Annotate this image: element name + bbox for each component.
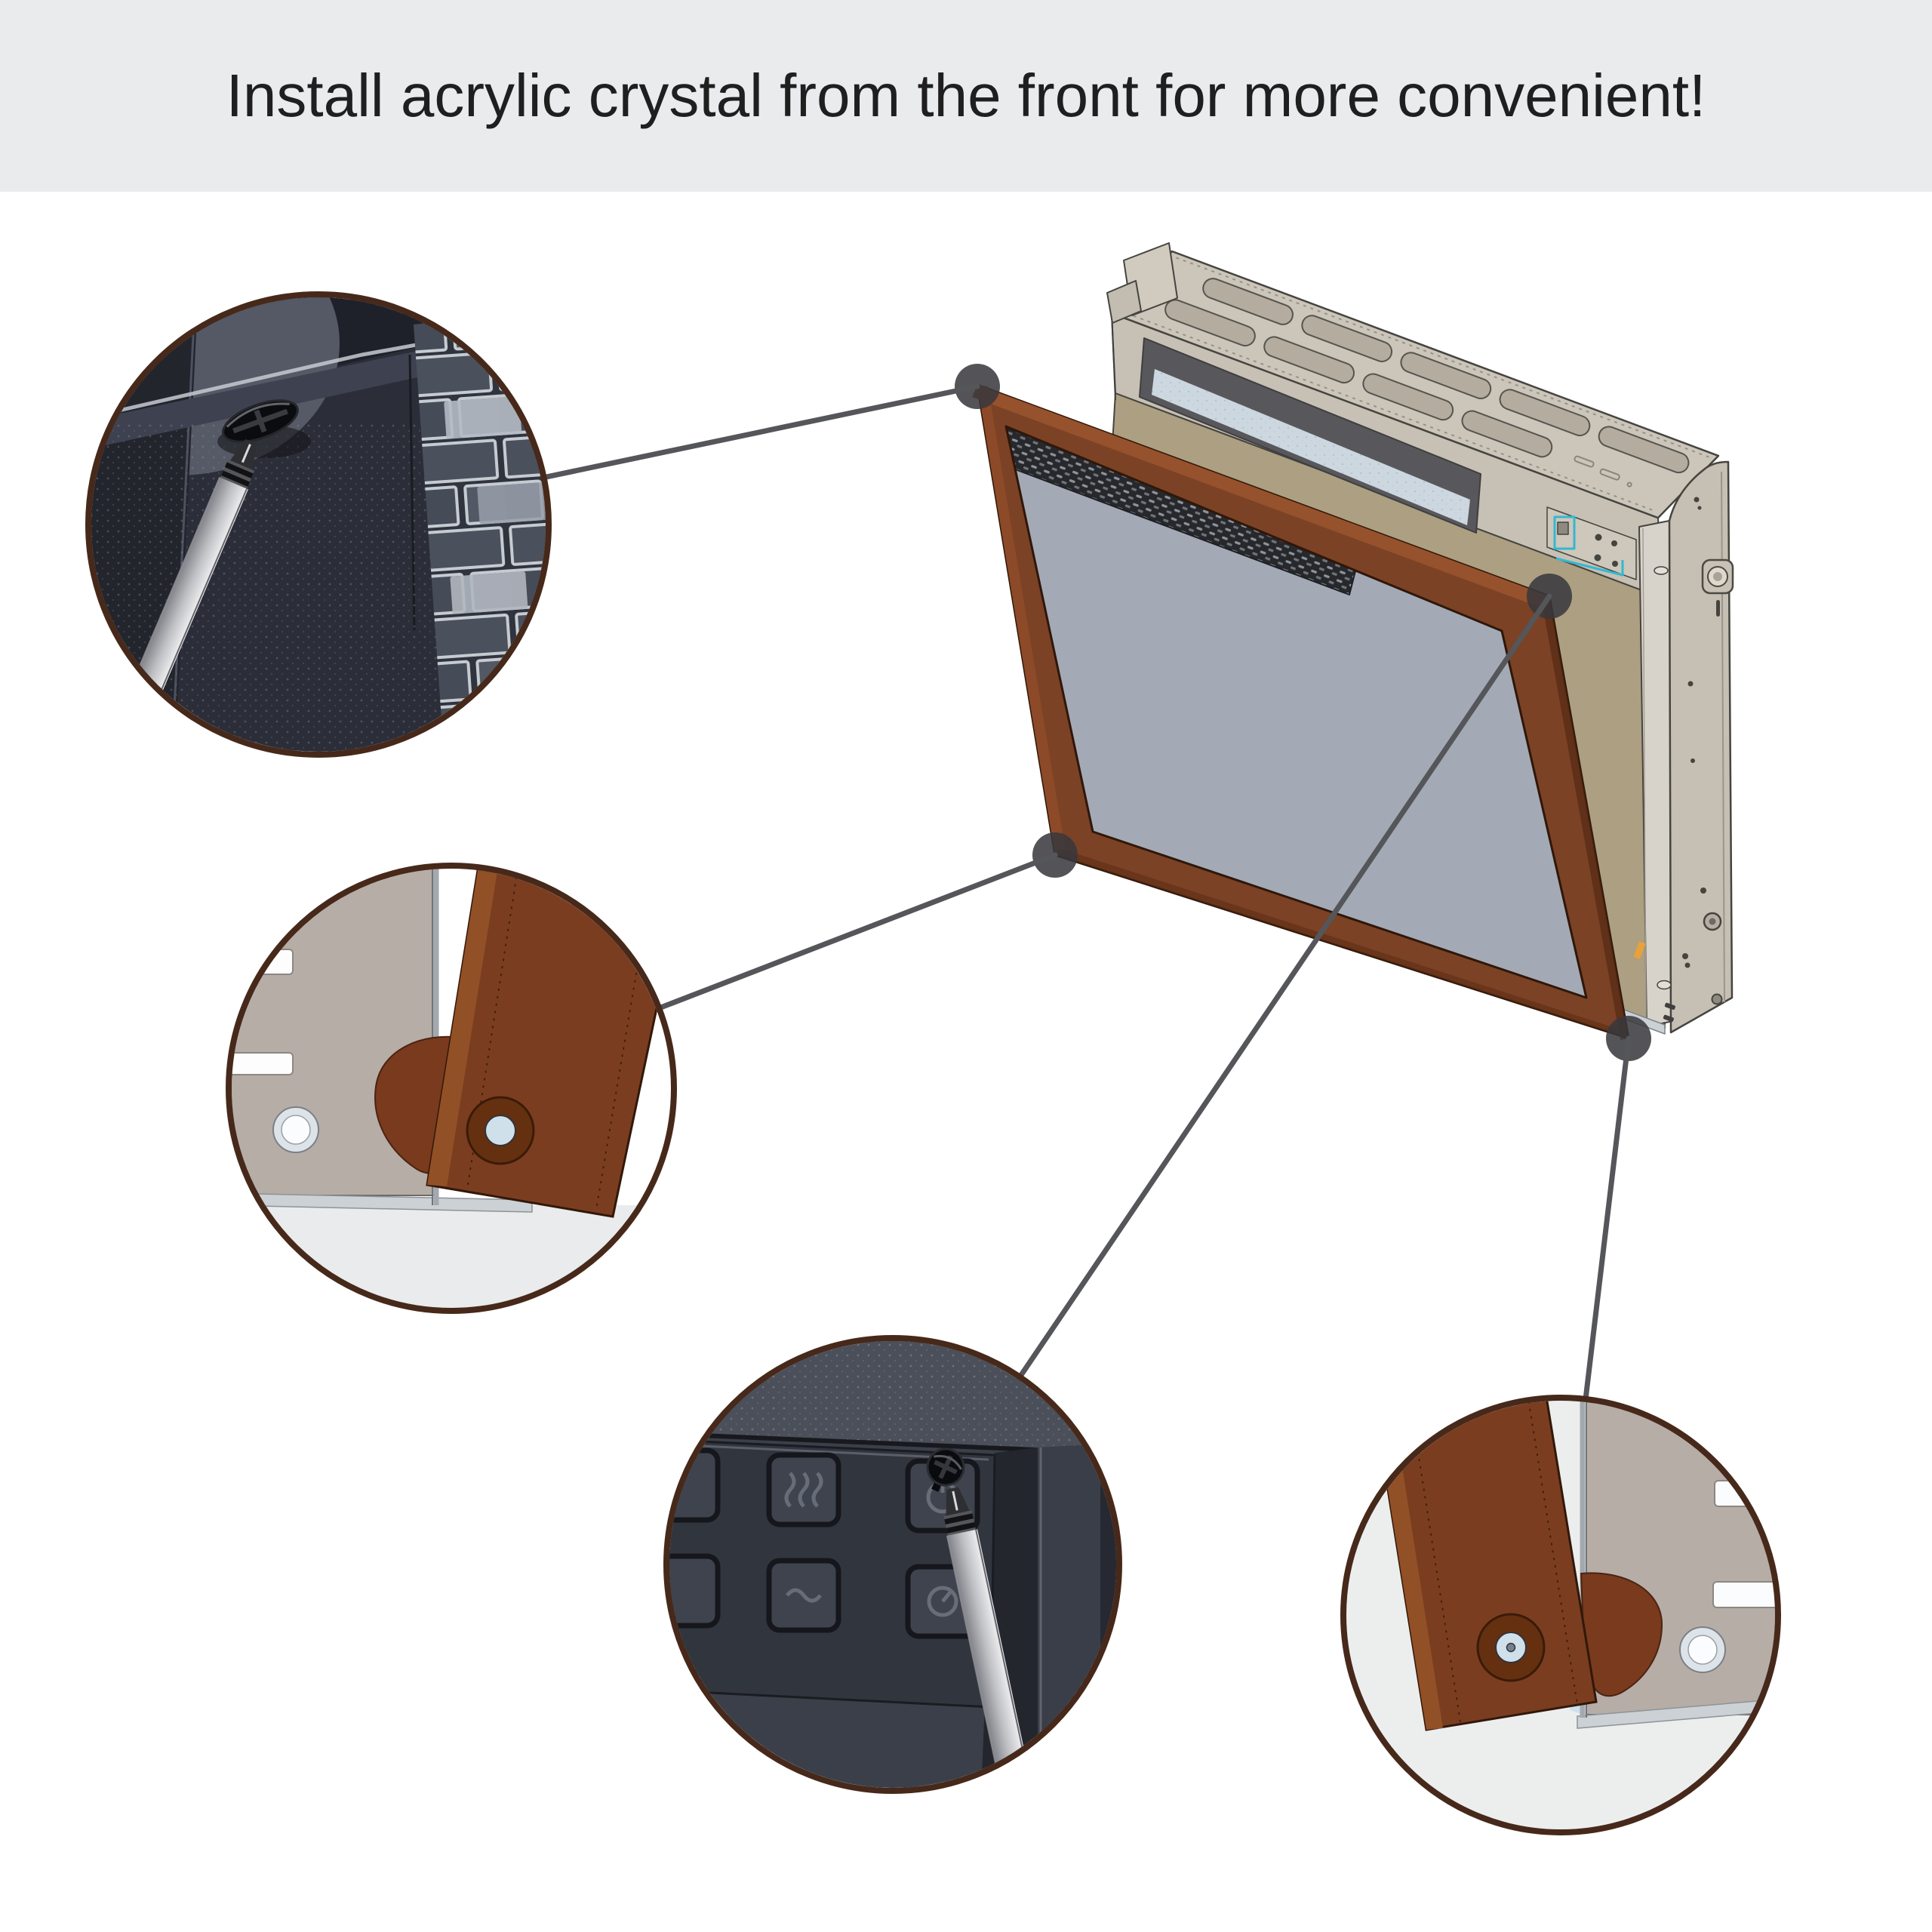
headline: Install acrylic crystal from the front f… [226, 62, 1706, 129]
flame-icon [786, 1588, 822, 1603]
screw [222, 399, 299, 443]
callout-ring [1340, 1395, 1781, 1835]
wiring-bracket [1546, 506, 1637, 580]
fireplace-insert-illustration [955, 242, 1734, 1061]
connector-line [656, 852, 1058, 1011]
connector-line [1017, 593, 1552, 1380]
bottom-trim [1577, 1699, 1775, 1729]
callout-ring [85, 291, 552, 758]
callout-ring [663, 1335, 1122, 1794]
callout-screw-install-housing-corner [85, 291, 552, 758]
callout-ring [226, 863, 677, 1314]
wood-frame-with-glass [972, 383, 1630, 1040]
acrylic-glass [1006, 426, 1586, 998]
heat-icon [784, 1472, 823, 1508]
right-panel-hardware [1654, 497, 1734, 1022]
callout-frame-corner-hook-left [226, 863, 677, 1314]
callout-screw-install-control-panel [663, 1335, 1122, 1794]
etched-marks [1574, 455, 1632, 488]
screw [926, 1447, 965, 1492]
callout-connectors [540, 383, 1632, 1402]
bottom-trim [232, 1192, 533, 1213]
button [669, 1553, 721, 1629]
vent-slots [1164, 278, 1690, 474]
connector-line [540, 383, 980, 481]
callout-frame-corner-hook-right [1340, 1395, 1781, 1835]
timer-icon [927, 1586, 958, 1617]
hook-tab [1580, 1572, 1663, 1697]
teal-label-outline [1553, 515, 1576, 550]
header-banner: Install acrylic crystal from the front f… [0, 0, 1932, 192]
connector-line [1583, 1035, 1632, 1402]
